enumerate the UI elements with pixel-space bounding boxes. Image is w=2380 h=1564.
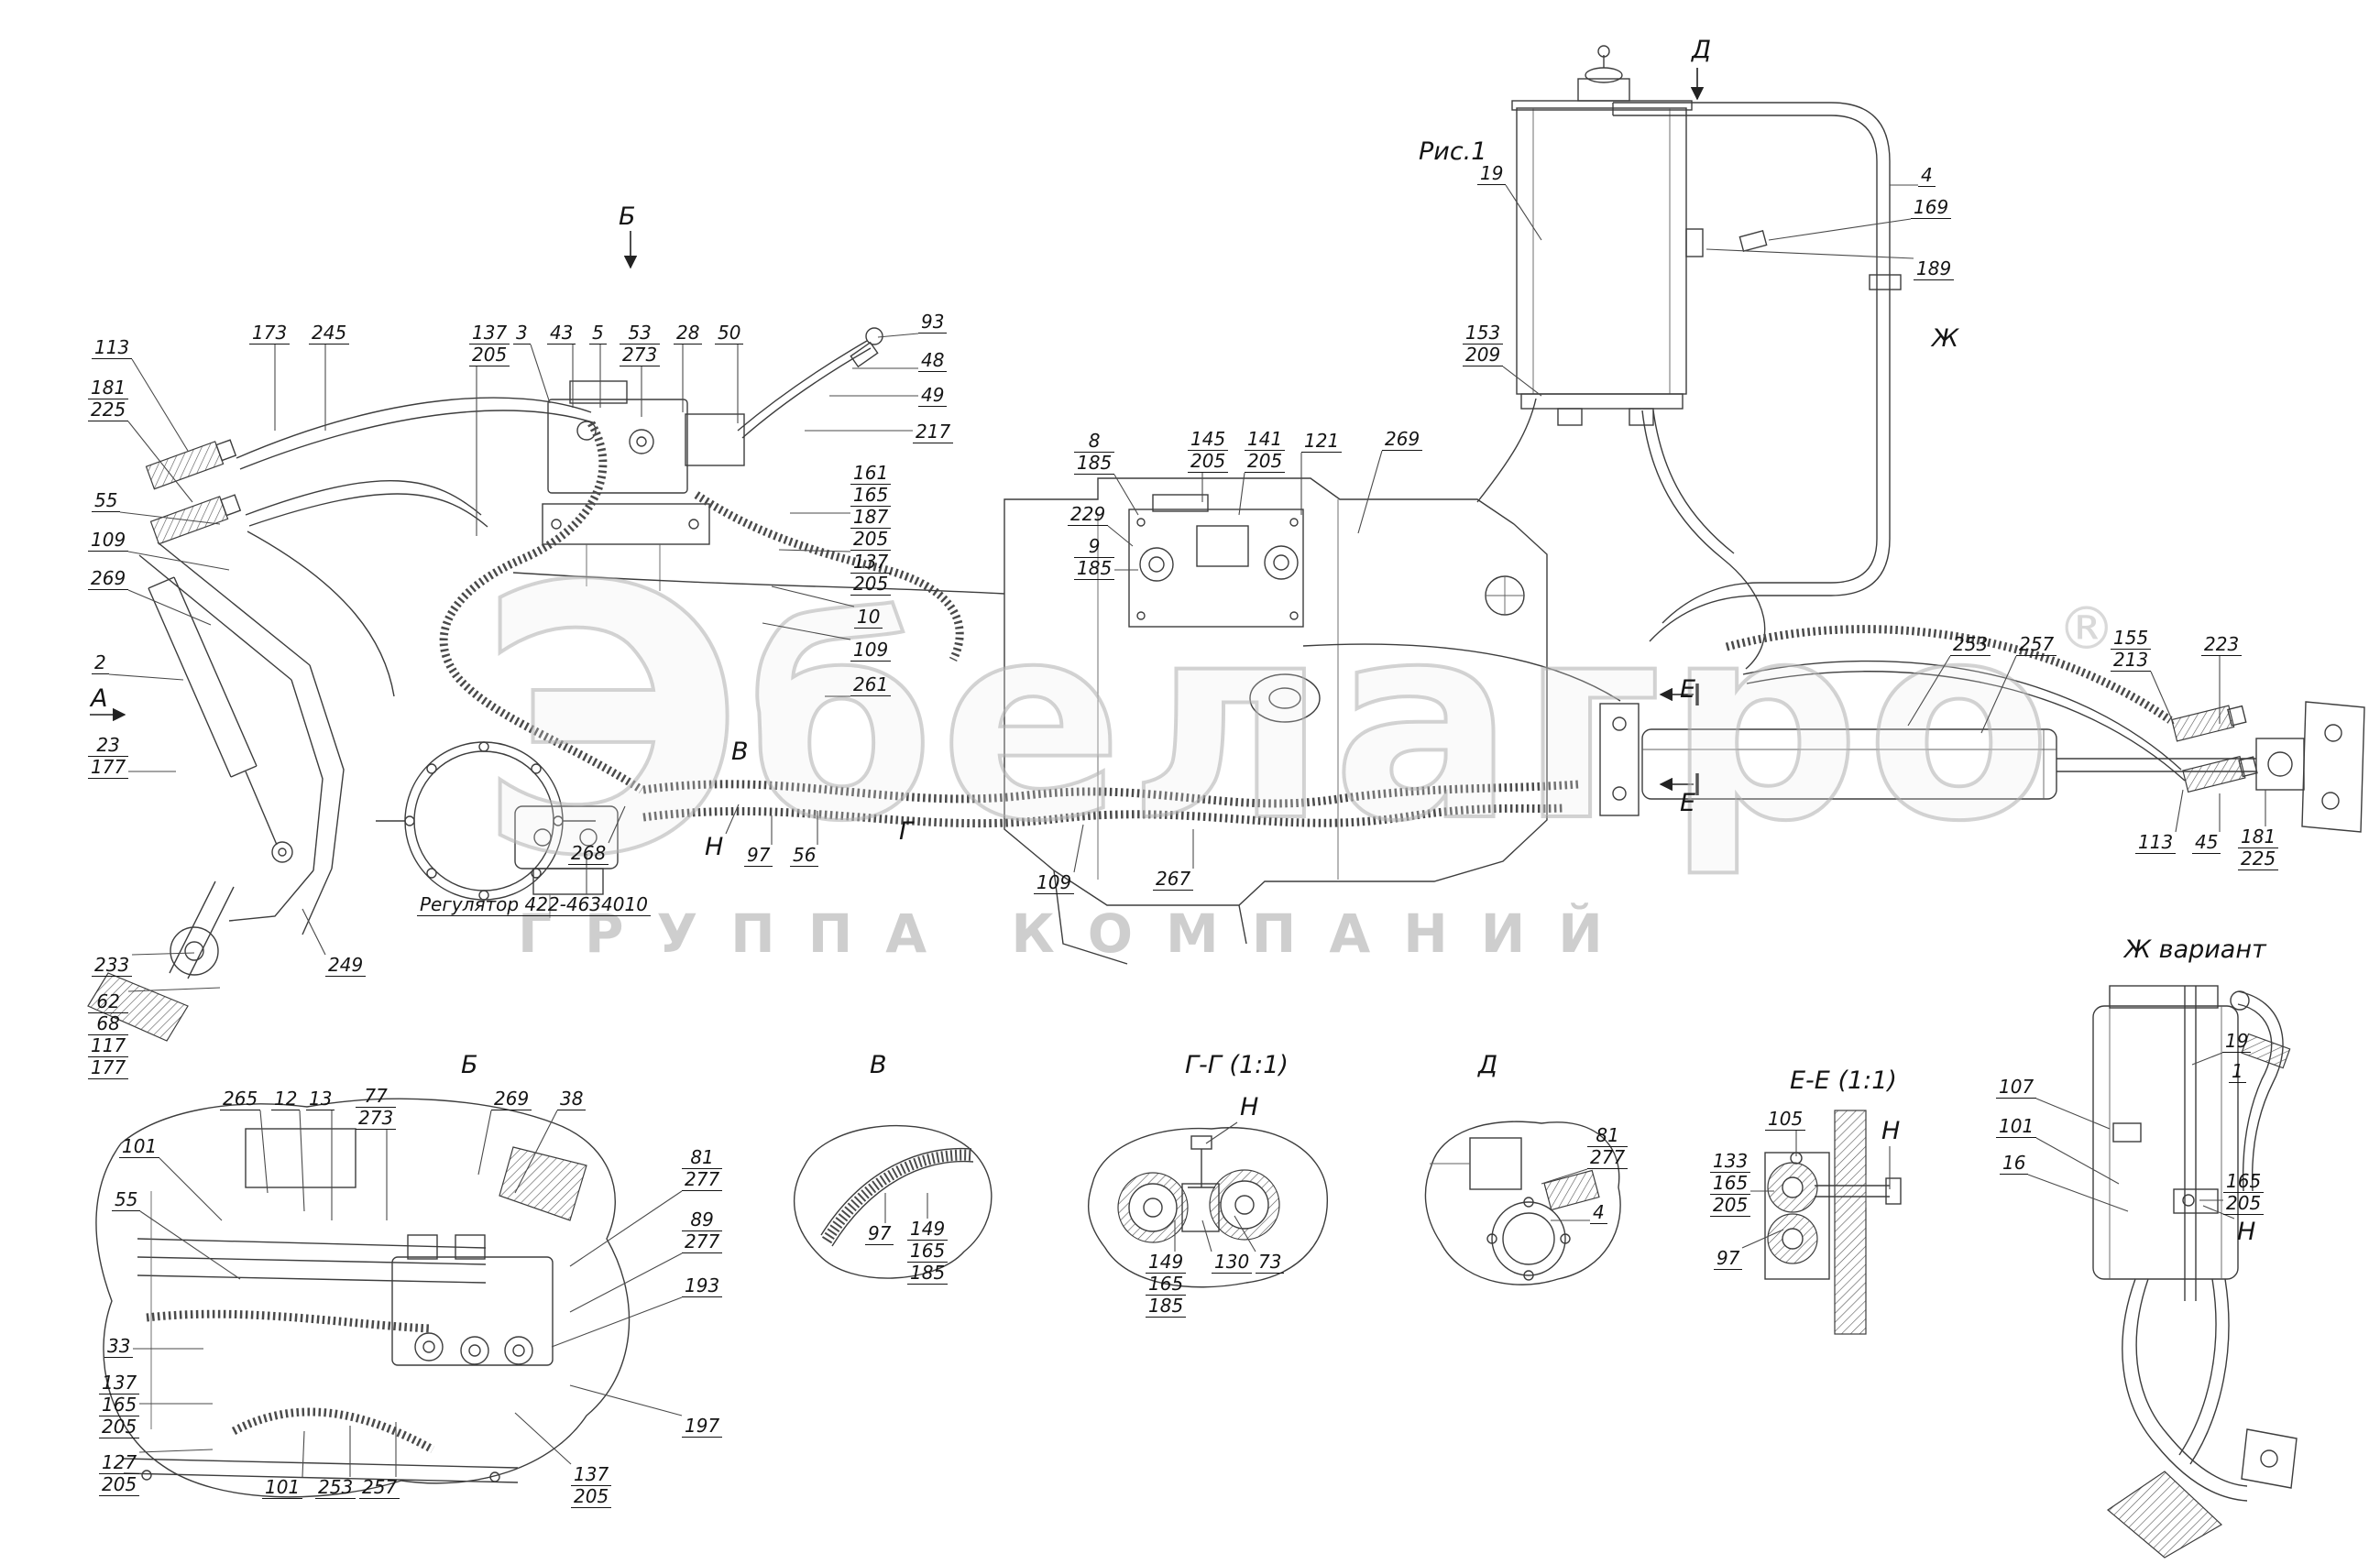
hydraulic-cylinder-right	[1599, 625, 2365, 833]
detail-view-d	[1424, 1121, 1621, 1285]
detail-view-ee	[1764, 1110, 1902, 1335]
pipe	[1302, 643, 1621, 702]
braided-hose	[642, 780, 1579, 808]
oil-tank	[1511, 45, 1704, 426]
braided-hose	[642, 804, 1563, 828]
detail-view-zh-variant	[2092, 985, 2298, 1559]
hose-fittings-left	[145, 397, 597, 697]
front-axle-assembly	[87, 541, 619, 1042]
pipe-loop	[1612, 102, 1902, 642]
braided-hose	[439, 421, 644, 793]
control-lever	[737, 327, 883, 439]
braided-hose	[694, 491, 964, 662]
steering-valve	[542, 380, 745, 591]
figure-title: Рис.1	[1419, 137, 1487, 166]
detail-view-v	[794, 1124, 993, 1279]
detail-view-gg	[1087, 1127, 1328, 1288]
view-arrows	[90, 68, 1705, 795]
tank-pipes	[1476, 398, 1766, 670]
pipe	[512, 572, 1005, 595]
engine-block	[1004, 477, 1548, 965]
detail-view-b	[95, 1098, 631, 1498]
